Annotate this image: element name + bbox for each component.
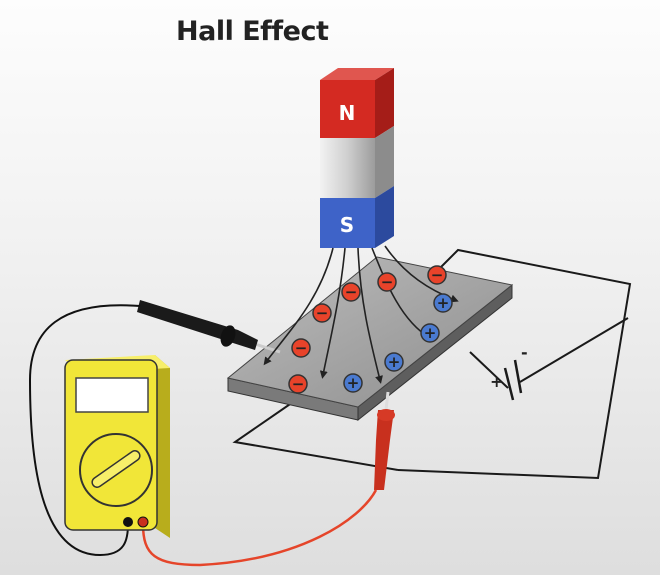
negative-charge: − [288,374,308,394]
battery-symbol [503,359,523,401]
meter-display [75,377,149,413]
black-wire [28,304,141,557]
diagram-title: Hall Effect [176,16,329,47]
negative-charge: − [312,303,332,323]
bar-magnet [320,68,394,248]
positive-charge: + [343,373,363,393]
com-jack [123,517,133,527]
negative-charge: − [427,265,447,285]
circuit-wire [232,248,632,480]
negative-sign: − [345,283,358,301]
negative-sign: − [381,273,394,291]
negative-sign: − [295,339,308,357]
south-label: S [340,213,354,237]
positive-sign: + [347,374,360,392]
positive-charge: + [384,352,404,372]
magnet-north-pole [320,80,375,138]
negative-charge: − [341,282,361,302]
charges: −−−−−−++++ [288,265,453,394]
negative-charge: − [291,338,311,358]
positive-sign: + [388,353,401,371]
volt-jack [137,516,149,528]
negative-sign: − [431,266,444,284]
negative-sign: − [316,304,329,322]
negative-charge: − [377,272,397,292]
magnet-south-pole [320,198,375,248]
red-probe [374,391,395,490]
positive-charge: + [420,323,440,343]
black-probe [137,300,281,354]
north-label: N [339,101,356,125]
positive-sign: + [424,324,437,342]
negative-sign: − [292,375,305,393]
multimeter [64,355,170,538]
battery-minus-label: - [521,343,528,362]
battery-plus-label: + [490,372,503,391]
positive-sign: + [437,294,450,312]
red-wire [141,489,378,567]
positive-charge: + [433,293,453,313]
